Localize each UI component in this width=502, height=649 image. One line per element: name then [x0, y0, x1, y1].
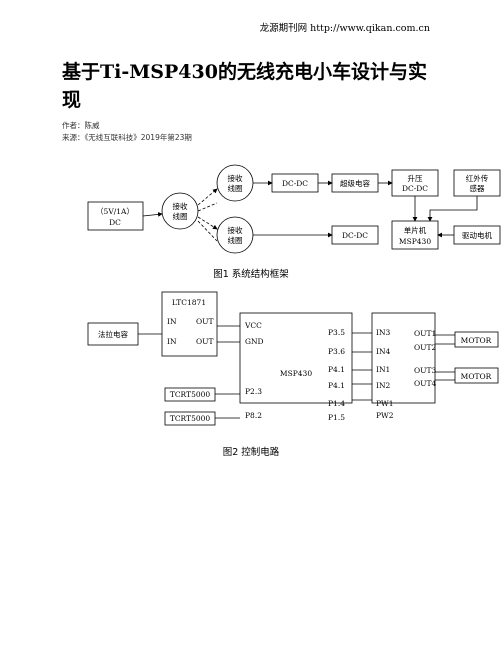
tcrt-label-1: TCRT5000	[170, 390, 211, 399]
mcu-label: 单片机	[404, 225, 427, 235]
driver-box	[371, 312, 436, 404]
tcrt-box-1	[164, 387, 216, 402]
mcu-label2: MSP430	[399, 237, 431, 246]
p15-pin: P1.5	[328, 413, 345, 422]
p36-pin: P3.6	[328, 347, 345, 356]
out4-pin: OUT4	[414, 379, 436, 388]
motor-box-1	[454, 331, 499, 348]
tx-coil-label2: 线圈	[173, 211, 188, 221]
article-title: 基于Ti-MSP430的无线充电小车设计与实现	[62, 61, 427, 111]
rx-coil-top	[216, 164, 254, 202]
ltc-in2: IN	[167, 337, 177, 346]
farad-cap-label: 法拉电容	[98, 329, 128, 339]
p41b-pin: P4.1	[328, 381, 345, 390]
source-label-dc: DC	[109, 218, 121, 227]
msp430-box	[239, 312, 353, 404]
gnd-pin: GND	[245, 337, 264, 346]
p14-pin: P1.4	[328, 399, 345, 408]
ltc-in1: IN	[167, 317, 177, 326]
ltc1871-box	[161, 291, 218, 357]
motor-label: 驱动电机	[462, 230, 492, 240]
pw2-pin: PW2	[376, 411, 394, 420]
motor-label-1: MOTOR	[461, 336, 492, 345]
rx-coil-top-label2: 线圈	[228, 183, 243, 193]
tx-coil	[161, 192, 199, 230]
out3-pin: OUT3	[414, 366, 436, 375]
rx-coil-top-label: 接收	[228, 173, 243, 183]
rx-coil-bottom	[216, 216, 254, 254]
p35-pin: P3.5	[328, 328, 345, 337]
site-header: 龙源期刊网 http://www.qikan.com.cn	[259, 23, 430, 34]
dcdc-bottom-label: DC-DC	[342, 231, 368, 240]
out2-pin: OUT2	[414, 343, 436, 352]
tcrt-box-2	[164, 411, 216, 426]
msp430-label: MSP430	[280, 369, 312, 378]
boost-label: 升压	[408, 174, 423, 183]
supercap-label: 超级电容	[340, 178, 370, 188]
out1-pin: OUT1	[414, 329, 436, 338]
p82-pin: P8.2	[245, 411, 262, 420]
rx-coil-bottom-label: 接收	[228, 225, 243, 235]
tcrt-label-2: TCRT5000	[170, 414, 211, 423]
in2-pin: IN2	[376, 381, 391, 390]
tx-coil-label: 接收	[173, 201, 188, 211]
in3-pin: IN3	[376, 328, 391, 337]
figure1-caption: 图1 系统结构框架	[213, 269, 289, 280]
vcc-pin: VCC	[244, 321, 262, 330]
p23-pin: P2.3	[245, 387, 262, 396]
article-source: 来源：《无线互联科技》2019年第23期	[62, 133, 192, 142]
ir-label2: 感器	[470, 183, 485, 193]
dcdc-top-label: DC-DC	[282, 179, 308, 188]
figure2-caption: 图2 控制电路	[222, 447, 280, 458]
motor-box-2	[454, 367, 499, 384]
in4-pin: IN4	[376, 347, 391, 356]
ltc-out2: OUT	[196, 337, 213, 346]
ltc-out1: OUT	[196, 317, 213, 326]
boost-label2: DC-DC	[402, 184, 428, 193]
in1-pin: IN1	[376, 365, 390, 374]
motor-label-2: MOTOR	[461, 372, 492, 381]
figure1-diagram: （5V/1A） DC 接收 线圈 接收 线圈 接收 线圈 DC-DC 超级电容 …	[87, 164, 501, 254]
rx-coil-bottom-label2: 线圈	[228, 235, 243, 245]
p41a-pin: P4.1	[328, 365, 345, 374]
ir-label: 红外传	[466, 173, 489, 183]
article-author: 作者：陈威	[62, 121, 100, 130]
ltc1871-label: LTC1871	[172, 298, 206, 307]
figure2-diagram: LTC1871 IN OUT IN OUT 法拉电容 VCC GND MSP43…	[87, 291, 499, 426]
source-label: （5V/1A）	[96, 207, 134, 216]
pw1-pin: PW1	[376, 399, 394, 408]
